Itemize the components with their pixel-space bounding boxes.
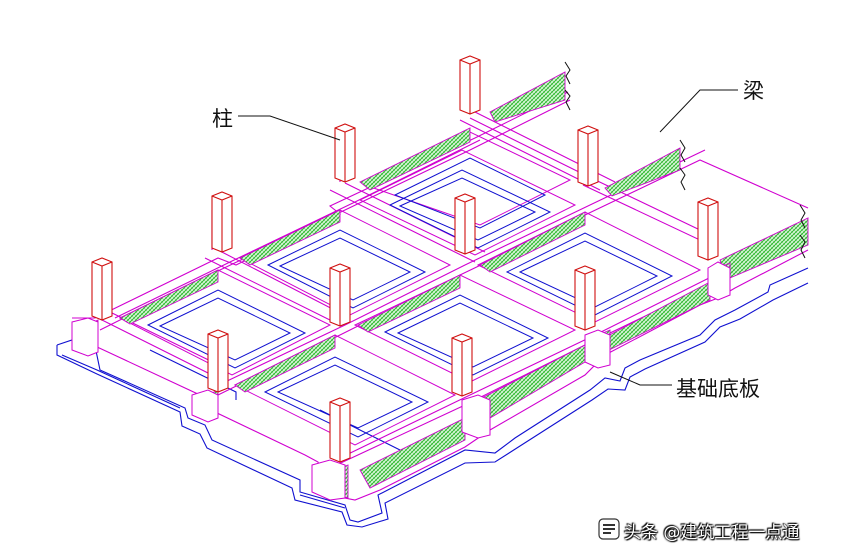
- column: [451, 333, 473, 397]
- leader-lines: [238, 89, 738, 386]
- column: [574, 265, 596, 331]
- toutiao-logo-icon: [598, 518, 620, 540]
- base-slab-leader: [609, 371, 672, 386]
- beam-hatch-faces: [87, 71, 809, 499]
- column: [454, 193, 476, 255]
- column: [91, 257, 113, 321]
- column-label: 柱: [212, 107, 233, 131]
- beam-break-marks: [564, 61, 806, 259]
- column: [697, 197, 719, 261]
- column: [207, 329, 229, 393]
- pedestals: [71, 261, 731, 501]
- column: [211, 191, 233, 253]
- base-slab-label: 基础底板: [676, 377, 760, 401]
- columns: [91, 55, 719, 463]
- watermark-text: 头条 @建筑工程一点通: [624, 523, 800, 543]
- column: [329, 263, 351, 327]
- column: [329, 397, 351, 463]
- column-leader: [238, 115, 341, 141]
- column: [334, 123, 356, 183]
- beam-label: 梁: [743, 79, 764, 103]
- column: [459, 55, 481, 115]
- beam-leader: [659, 89, 738, 133]
- column: [577, 125, 599, 187]
